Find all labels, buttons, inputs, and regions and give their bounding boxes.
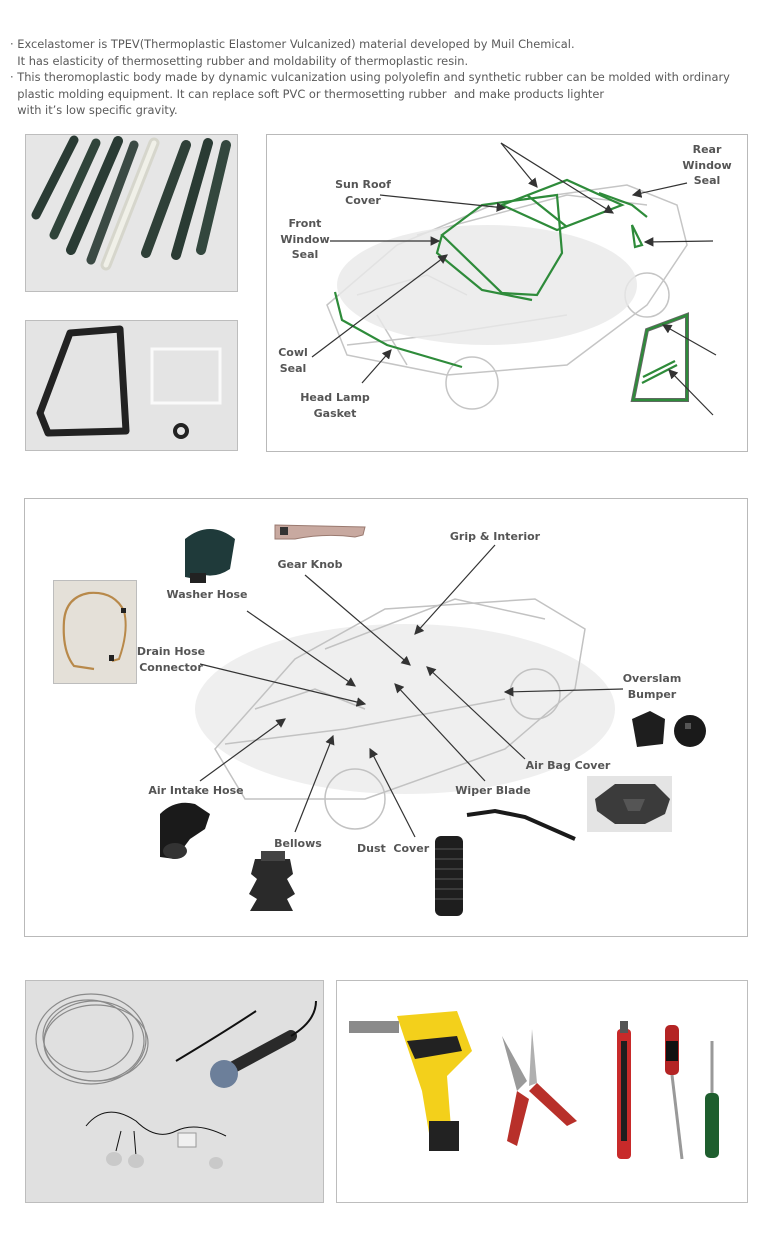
label-air-intake-hose: Air Intake Hose <box>148 784 244 797</box>
photo-cables-microphone <box>25 980 324 1203</box>
gaskets-illustration <box>26 321 237 450</box>
intro-line: It has elasticity of thermosetting rubbe… <box>10 53 469 68</box>
pruning-shears-icon <box>502 1029 577 1146</box>
photo-tools <box>336 980 748 1203</box>
label-head-lamp-gasket: Head Lamp Gasket <box>300 391 370 420</box>
cables-microphone-illustration <box>26 981 323 1202</box>
label-gear-knob: Gear Knob <box>277 558 343 571</box>
label-grip-interior: Grip & Interior <box>449 530 541 543</box>
intro-line: · Excelastomer is TPEV(Thermoplastic Ela… <box>10 37 575 51</box>
label-air-bag-cover: Air Bag Cover <box>525 759 611 772</box>
strip-seals-illustration <box>26 135 237 291</box>
label-washer-hose: Washer Hose <box>166 588 248 601</box>
drain-hose-illustration <box>54 581 136 683</box>
photo-drain-hose <box>53 580 137 684</box>
grip-icon <box>274 524 366 540</box>
air-intake-hose-icon <box>160 802 210 859</box>
power-drill-icon <box>349 1011 472 1151</box>
intro-line: with it’s low specific gravity. <box>10 103 178 117</box>
screwdriver-icon <box>665 1025 719 1160</box>
diagram-car-parts: Grip & Interior Gear Knob Washer Hose Dr… <box>24 498 748 937</box>
bellows-icon <box>249 851 295 911</box>
label-front-window-seal: Front Window Seal <box>280 217 330 261</box>
wiper-blade-icon <box>466 808 576 841</box>
photo-strip-seals <box>25 134 238 292</box>
tools-illustration <box>337 981 747 1202</box>
label-wiper-blade: Wiper Blade <box>455 784 531 797</box>
photo-gaskets <box>25 320 238 451</box>
utility-knife-icon <box>617 1021 631 1159</box>
overslam-bumper-icon <box>630 711 710 751</box>
label-dust-cover: Dust Cover <box>357 842 430 855</box>
air-bag-cover-icon <box>587 776 672 832</box>
label-bellows: Bellows <box>274 837 322 850</box>
label-rear-window-seal: Rear Window Seal <box>682 143 732 187</box>
car-seals-illustration <box>311 142 717 416</box>
label-overslam-bumper: Overslam Bumper <box>622 672 682 701</box>
car-parts-illustration <box>160 524 710 916</box>
label-sun-roof-cover: Sun Roof Cover <box>335 178 391 207</box>
label-drain-hose-connector: Drain Hose Connector <box>136 645 206 674</box>
intro-text: · Excelastomer is TPEV(Thermoplastic Ela… <box>10 36 750 119</box>
gear-knob-icon <box>185 529 235 583</box>
intro-line: plastic molding equipment. It can replac… <box>10 86 605 101</box>
dust-cover-icon <box>435 836 463 916</box>
label-cowl-seal: Cowl Seal <box>278 346 308 375</box>
diagram-car-seals: Sun Roof Cover Front Window Seal Rear Wi… <box>266 134 748 452</box>
intro-line: · This theromoplastic body made by dynam… <box>10 70 730 84</box>
